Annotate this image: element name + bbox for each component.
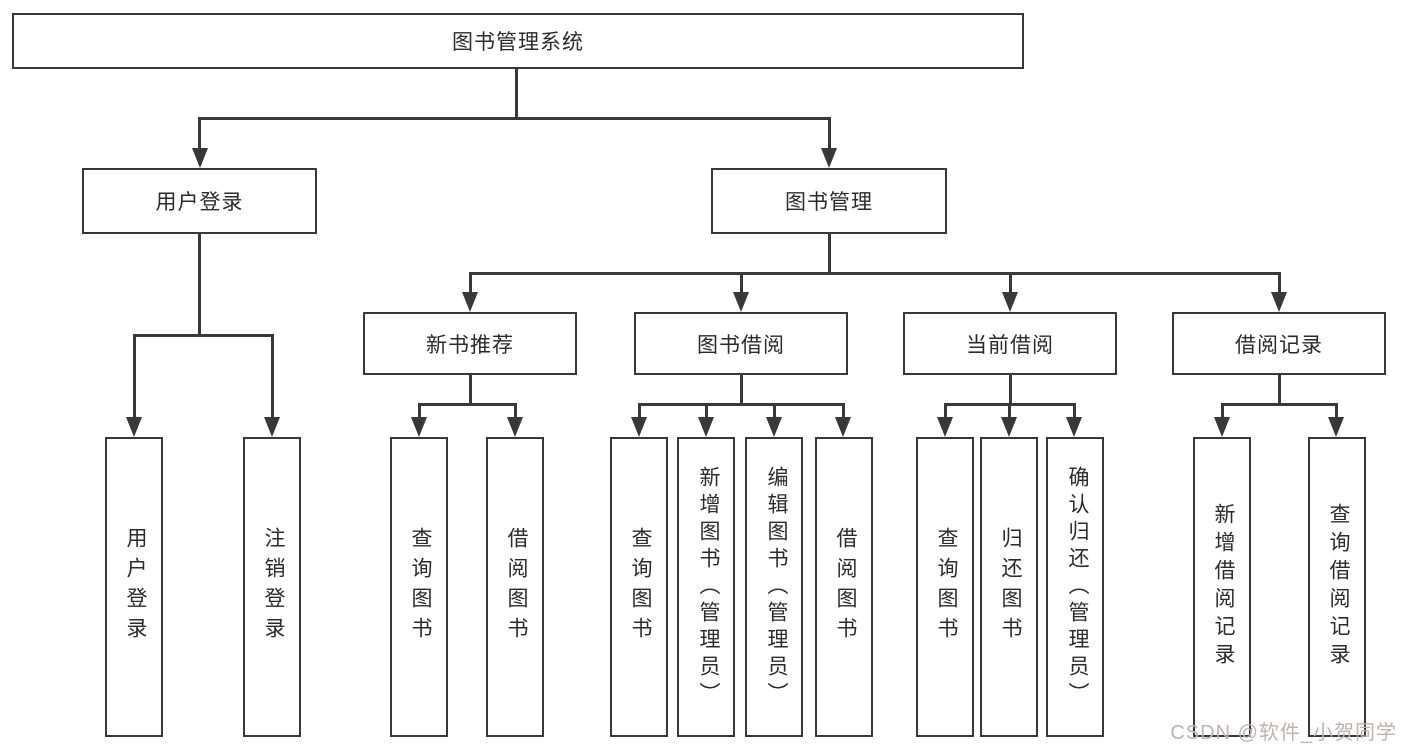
connector-line [1221, 403, 1338, 406]
arrow-down-icon [766, 417, 782, 437]
node-user-login: 用户登录 [82, 168, 317, 234]
connector-line [469, 272, 1280, 275]
connector-line [1073, 403, 1076, 419]
leaf-logout: 注销登录 [243, 437, 301, 737]
connector-line [133, 334, 272, 337]
connector-line [198, 234, 201, 336]
leaf-query-books-current: 查询图书 [916, 437, 974, 737]
connector-line [198, 117, 830, 120]
arrow-down-icon [126, 417, 142, 437]
connector-line [1335, 403, 1338, 419]
leaf-edit-books-admin: 编辑图书（管理员） [745, 437, 803, 737]
arrow-down-icon [1214, 417, 1230, 437]
arrow-down-icon [507, 417, 523, 437]
connector-line [133, 334, 136, 419]
leaf-query-borrow-record: 查询借阅记录 [1308, 437, 1366, 737]
node-new-book-recommend: 新书推荐 [363, 312, 577, 375]
arrow-down-icon [462, 292, 478, 312]
connector-line [418, 403, 517, 406]
connector-line [1009, 272, 1012, 294]
connector-line [944, 403, 947, 419]
connector-line [469, 272, 472, 294]
connector-line [740, 375, 743, 406]
connector-line [271, 334, 274, 419]
connector-line [842, 403, 845, 419]
leaf-user-login: 用户登录 [105, 437, 163, 737]
connector-line [1008, 403, 1011, 419]
arrow-down-icon [698, 417, 714, 437]
leaf-confirm-return-admin: 确认归还（管理员） [1046, 437, 1104, 737]
arrow-down-icon [733, 292, 749, 312]
leaf-borrow-books: 借阅图书 [815, 437, 873, 737]
arrow-down-icon [631, 417, 647, 437]
arrow-down-icon [937, 417, 953, 437]
connector-line [773, 403, 776, 419]
arrow-down-icon [1271, 292, 1287, 312]
node-current-borrow: 当前借阅 [903, 312, 1117, 375]
leaf-add-books-admin: 新增图书（管理员） [677, 437, 735, 737]
leaf-query-books-borrow: 查询图书 [610, 437, 668, 737]
connector-line [828, 117, 831, 151]
leaf-borrow-books-rec: 借阅图书 [486, 437, 544, 737]
connector-line [469, 375, 472, 406]
node-borrow-records: 借阅记录 [1172, 312, 1386, 375]
connector-line [514, 403, 517, 419]
connector-line [705, 403, 708, 419]
node-root: 图书管理系统 [12, 13, 1024, 69]
arrow-down-icon [1066, 417, 1082, 437]
leaf-add-borrow-record: 新增借阅记录 [1193, 437, 1251, 737]
arrow-down-icon [264, 417, 280, 437]
connector-line [638, 403, 641, 419]
connector-line [638, 403, 845, 406]
leaf-return-books: 归还图书 [980, 437, 1038, 737]
arrow-down-icon [835, 417, 851, 437]
connector-line [515, 69, 518, 119]
connector-line [1221, 403, 1224, 419]
leaf-query-books-rec: 查询图书 [390, 437, 448, 737]
arrow-down-icon [1002, 292, 1018, 312]
connector-line [828, 234, 831, 275]
arrow-down-icon [411, 417, 427, 437]
connector-line [1278, 272, 1281, 294]
arrow-down-icon [821, 148, 837, 168]
connector-line [740, 272, 743, 294]
connector-line [418, 403, 421, 419]
watermark: CSDN @软件_小贺同学 [1170, 722, 1397, 744]
connector-line [1009, 375, 1012, 406]
arrow-down-icon [1328, 417, 1344, 437]
connector-line [198, 117, 201, 151]
arrow-down-icon [192, 148, 208, 168]
node-book-borrow: 图书借阅 [634, 312, 848, 375]
node-book-management: 图书管理 [711, 168, 947, 234]
arrow-down-icon [1001, 417, 1017, 437]
connector-line [1278, 375, 1281, 406]
